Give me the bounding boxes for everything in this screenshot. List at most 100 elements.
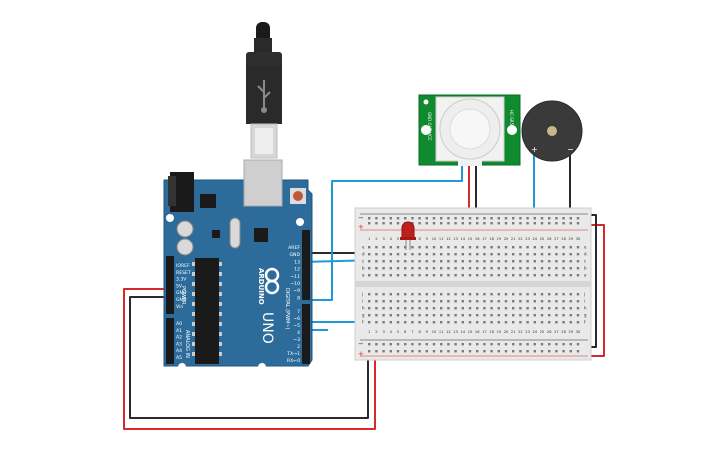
breadboard-hole xyxy=(447,293,450,296)
breadboard-hole xyxy=(548,300,551,303)
breadboard-hole xyxy=(404,267,407,270)
breadboard-hole xyxy=(483,307,486,310)
breadboard-hole xyxy=(576,293,580,296)
breadboard-column-label: 29 xyxy=(569,237,574,241)
breadboard-hole xyxy=(418,267,421,270)
breadboard-hole xyxy=(512,343,515,346)
breadboard-hole xyxy=(569,300,572,303)
digital-pin-label: TX→1 xyxy=(286,351,300,357)
breadboard-column-label: 19 xyxy=(497,330,502,334)
breadboard-row-label: g xyxy=(362,313,365,318)
breadboard-hole xyxy=(461,260,464,263)
breadboard-hole xyxy=(519,321,522,324)
breadboard-hole xyxy=(476,267,479,270)
breadboard-hole xyxy=(548,350,551,353)
breadboard-hole xyxy=(569,253,572,256)
wire-buzzer-minus xyxy=(569,150,580,216)
breadboard-column-label: 1 xyxy=(368,330,370,334)
breadboard-column-label: 9 xyxy=(426,330,429,334)
breadboard-column-label: 5 xyxy=(397,237,399,241)
breadboard-hole xyxy=(440,300,443,303)
breadboard-hole xyxy=(389,321,392,324)
breadboard-hole xyxy=(447,343,450,346)
breadboard-column-label: 1 xyxy=(368,237,370,241)
breadboard-hole xyxy=(576,307,580,310)
breadboard-hole xyxy=(490,217,493,220)
breadboard-hole xyxy=(468,222,472,225)
breadboard-hole xyxy=(411,260,414,263)
breadboard-hole xyxy=(418,253,421,256)
breadboard-hole xyxy=(375,267,378,270)
breadboard-hole xyxy=(404,260,407,263)
breadboard-hole xyxy=(404,217,407,220)
breadboard-hole xyxy=(576,260,580,263)
breadboard-hole xyxy=(483,253,486,256)
breadboard-column-label: 4 xyxy=(390,330,393,334)
breadboard-column-label: 17 xyxy=(482,237,487,241)
breadboard-hole xyxy=(440,274,443,277)
breadboard-hole xyxy=(519,343,522,346)
breadboard-hole xyxy=(483,274,486,277)
breadboard-hole xyxy=(368,300,371,303)
breadboard-hole xyxy=(396,321,400,324)
breadboard-hole xyxy=(468,293,472,296)
breadboard-hole xyxy=(375,274,378,277)
breadboard-column-label: 12 xyxy=(446,330,451,334)
breadboard-hole xyxy=(440,246,443,249)
breadboard-hole xyxy=(389,307,392,310)
breadboard-column-label: 18 xyxy=(489,237,494,241)
breadboard-hole xyxy=(562,222,565,225)
breadboard-hole xyxy=(497,321,500,324)
breadboard-hole xyxy=(548,217,551,220)
usb-cable xyxy=(246,22,282,159)
breadboard-hole xyxy=(512,253,515,256)
breadboard-hole xyxy=(468,260,472,263)
breadboard-hole xyxy=(432,300,436,303)
breadboard-hole xyxy=(425,267,428,270)
breadboard-hole xyxy=(396,267,400,270)
breadboard-hole xyxy=(519,246,522,249)
breadboard-column-label: 21 xyxy=(511,330,516,334)
breadboard-hole xyxy=(576,343,580,346)
breadboard-hole xyxy=(425,314,428,317)
breadboard-column-label: 7 xyxy=(411,330,413,334)
breadboard-hole xyxy=(533,274,536,277)
breadboard-hole xyxy=(519,274,522,277)
breadboard-hole xyxy=(526,293,529,296)
breadboard-hole xyxy=(512,246,515,249)
power-pin-label: GND xyxy=(176,290,187,296)
breadboard-hole xyxy=(425,343,428,346)
breadboard-hole xyxy=(519,307,522,310)
arduino-uno-board: ARDUINO UNO DIGITAL (PWM~) POWER ANALOG … xyxy=(163,159,313,371)
breadboard-hole xyxy=(389,300,392,303)
breadboard-hole xyxy=(461,321,464,324)
breadboard-hole xyxy=(562,274,565,277)
breadboard-hole xyxy=(396,293,400,296)
breadboard-hole xyxy=(396,260,400,263)
breadboard-hole xyxy=(497,300,500,303)
breadboard-hole xyxy=(562,253,565,256)
breadboard-hole xyxy=(476,314,479,317)
breadboard-hole xyxy=(504,343,508,346)
breadboard-hole xyxy=(504,314,508,317)
breadboard-hole xyxy=(497,343,500,346)
breadboard-hole xyxy=(490,314,493,317)
breadboard-hole xyxy=(454,253,457,256)
arduino-logo-text: ARDUINO xyxy=(257,268,265,305)
breadboard-row-label: c xyxy=(584,259,586,264)
breadboard-hole xyxy=(519,217,522,220)
breadboard-row-label: i xyxy=(362,299,363,304)
breadboard-hole xyxy=(490,274,493,277)
breadboard-hole xyxy=(454,274,457,277)
breadboard-hole xyxy=(483,300,486,303)
breadboard-hole xyxy=(382,307,385,310)
breadboard-hole xyxy=(418,246,421,249)
breadboard-hole xyxy=(483,267,486,270)
breadboard-hole xyxy=(440,307,443,310)
breadboard-hole xyxy=(519,222,522,225)
breadboard-hole xyxy=(411,253,414,256)
breadboard-hole xyxy=(533,217,536,220)
breadboard-hole xyxy=(368,314,371,317)
breadboard-hole xyxy=(389,246,392,249)
